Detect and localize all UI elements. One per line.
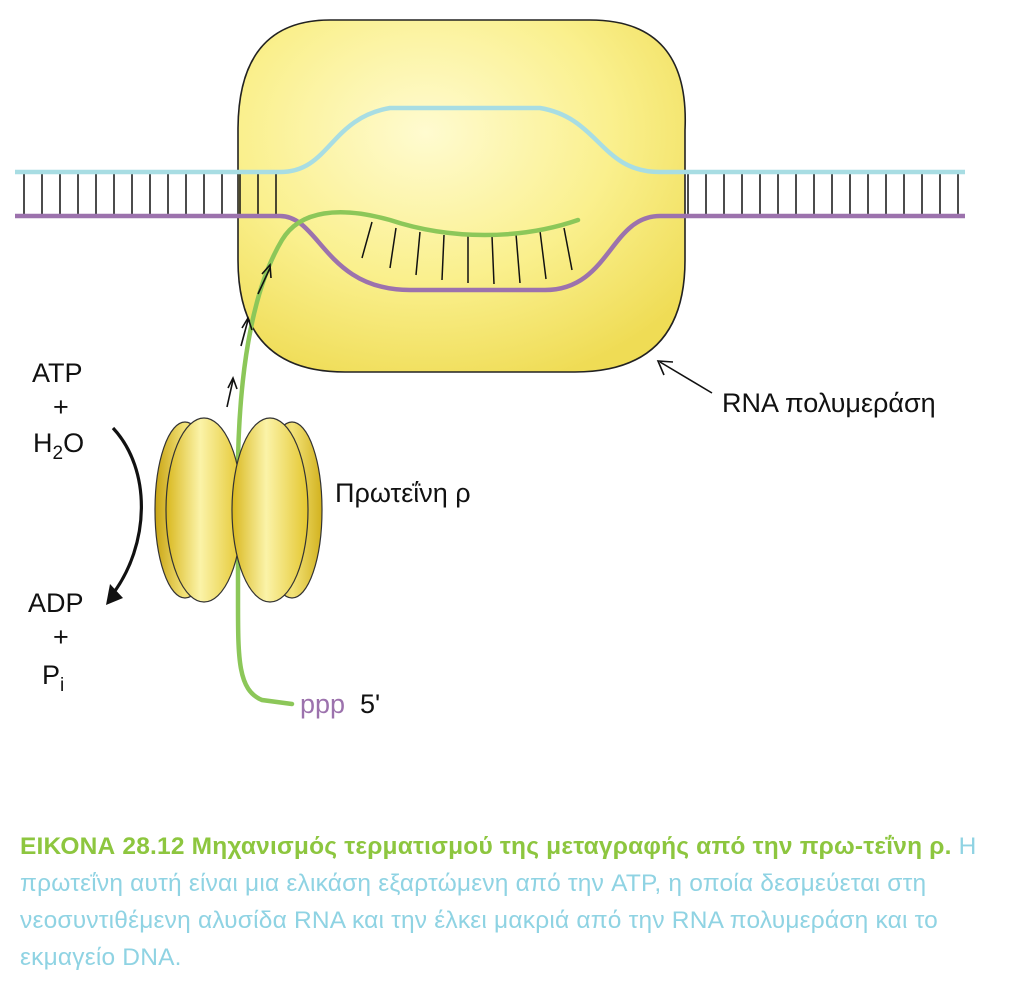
rho-protein-label: Πρωτεΐνη ρ (335, 478, 471, 508)
ppp-label: ppp (300, 689, 345, 719)
plus-top-label: + (53, 392, 69, 422)
template-dna-strand (15, 213, 965, 293)
caption-body: Η πρωτεΐνη αυτή είναι μια ελικάση εξαρτώ… (20, 833, 977, 971)
nascent-rna-strand (235, 210, 581, 707)
plus-bottom-label: + (53, 622, 69, 652)
dna-base-pairs (23, 172, 959, 216)
h2o-h: H (33, 428, 53, 458)
adp-label: ADP (28, 588, 84, 618)
rho-termination-diagram: RNA πολυμεράση Πρωτεΐνη ρ ATP + H2O ADP … (15, 19, 965, 719)
figure-caption: ΕΙΚΟΝΑ 28.12 Μηχανισμός τερματισμού της … (20, 828, 1010, 976)
hydrolysis-arrow (106, 426, 143, 605)
coding-dna-strand (15, 105, 965, 175)
rna-polymerase-body (237, 19, 686, 373)
five-prime-label: 5' (360, 689, 380, 719)
caption-heading: ΕΙΚΟΝΑ 28.12 Μηχανισμός τερματισμού της … (20, 833, 952, 860)
atp-label: ATP (32, 358, 83, 388)
pi-p: P (42, 660, 60, 690)
rho-protein (154, 417, 323, 603)
polymerase-pointer-arrow (656, 360, 713, 394)
rna-polymerase-label: RNA πολυμεράση (722, 388, 936, 418)
pi-label: Pi (42, 660, 64, 696)
h2o-o: O (63, 428, 84, 458)
pulling-arrows (226, 263, 272, 408)
rna-dna-hybrid-pairs (361, 221, 573, 285)
pi-subscript: i (60, 675, 64, 696)
h2o-label: H2O (33, 428, 84, 464)
h2o-subscript: 2 (53, 443, 64, 464)
